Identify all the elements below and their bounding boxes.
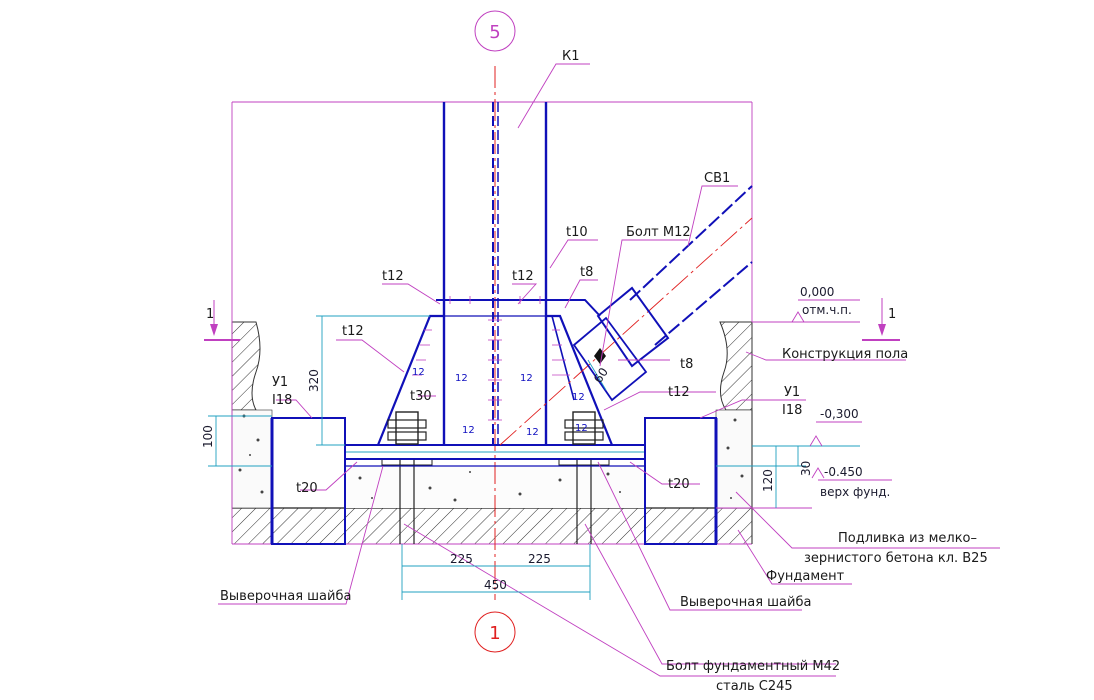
section-label-left: 1: [206, 307, 214, 322]
label-grout-1: Подливка из мелко–: [838, 531, 977, 546]
dim-label-120: 120: [761, 469, 775, 492]
weld-label: 12: [412, 367, 425, 378]
dim-label-100: 100: [201, 425, 215, 448]
label-t20-left: t20: [296, 481, 318, 496]
plates-t20: [345, 458, 645, 467]
level-value-found: -0.450: [824, 465, 863, 479]
label-t12-left: t12: [342, 324, 364, 339]
channel-u1-right: [644, 417, 718, 545]
label-t30: t30: [410, 389, 432, 404]
axis-label-bottom: 1: [489, 623, 500, 644]
weld-symbols: 12 12 12 12 12 12 12: [412, 367, 588, 438]
label-t10: t10: [566, 225, 588, 240]
label-steel: сталь С245: [716, 679, 793, 694]
channel-u1-left: [270, 417, 346, 545]
label-bolt-m12: Болт М12: [626, 225, 691, 240]
dim-225-225: 225 225: [401, 544, 591, 600]
dim-label-30: 30: [799, 461, 813, 476]
floor-hatch-left: [231, 321, 261, 411]
weld-label: 12: [526, 427, 539, 438]
label-u1-left: У1: [272, 375, 288, 390]
label-washer-right: Выверочная шайба: [680, 595, 811, 610]
axis-bubble-top: 5: [474, 10, 516, 52]
label-k1: К1: [562, 49, 580, 64]
brace-sv1: [499, 185, 753, 446]
labels: К1 СВ1 Болт М12 t10 t8 t8 t12 t12 t12 t1…: [220, 49, 988, 694]
level-value-0: 0,000: [800, 285, 834, 299]
level-value-mid: -0,300: [820, 407, 859, 421]
dim-label-320: 320: [307, 369, 321, 392]
label-sv1: СВ1: [704, 171, 730, 186]
leader-lines: [218, 63, 1000, 677]
level-mark-300: -0,300: [752, 407, 862, 447]
level-mark-0: 0,000 отм.ч.п.: [752, 285, 860, 323]
dim-label-60: 60: [591, 365, 611, 385]
dim-label-225-right: 225: [528, 552, 551, 566]
section-label-right: 1: [888, 307, 896, 322]
dim-label-225-left: 225: [450, 552, 473, 566]
dim-450: 450: [402, 578, 590, 593]
weld-label: 12: [520, 373, 533, 384]
label-floor-structure: Конструкция пола: [782, 347, 908, 362]
concrete-dots: [238, 414, 744, 502]
label-t12-left-top: t12: [382, 269, 404, 284]
section-marker-left: 1: [204, 300, 240, 341]
label-t12-right: t12: [668, 385, 690, 400]
level-note-found: верх фунд.: [820, 485, 890, 499]
column-k1: [442, 102, 548, 445]
label-foundation: Фундамент: [766, 569, 845, 584]
label-i18-left: I18: [272, 393, 292, 408]
level-note-0: отм.ч.п.: [802, 303, 852, 317]
dim-100: 100: [201, 415, 272, 467]
label-washer-left: Выверочная шайба: [220, 589, 351, 604]
weld-ticks: [412, 296, 570, 421]
foundation-hatch: [232, 507, 752, 544]
label-t8-top: t8: [580, 265, 593, 280]
dim-320: 320: [307, 315, 430, 446]
axis-bubble-bottom: 1: [474, 611, 516, 653]
label-t12-center-top: t12: [512, 269, 534, 284]
weld-label: 12: [572, 392, 585, 403]
dim-label-450: 450: [484, 578, 507, 592]
label-anchor-bolt: Болт фундаментный М42: [666, 659, 840, 674]
label-t20-right: t20: [668, 477, 690, 492]
level-mark-450: -0.450 верх фунд.: [716, 465, 892, 509]
dim-120-30: 120 30: [716, 446, 813, 508]
floor-hatch-right: [719, 321, 753, 411]
weld-label: 12: [455, 373, 468, 384]
section-marker-right: 1: [862, 298, 900, 341]
label-grout-2: зернистого бетона кл. В25: [804, 551, 988, 566]
label-i18-right: I18: [782, 403, 802, 418]
weld-label: 12: [462, 425, 475, 436]
label-u1-right: У1: [784, 385, 800, 400]
dim-60: 60: [587, 359, 611, 391]
weld-label: 12: [575, 423, 588, 434]
axis-label-top: 5: [489, 22, 500, 43]
label-t8-right: t8: [680, 357, 693, 372]
